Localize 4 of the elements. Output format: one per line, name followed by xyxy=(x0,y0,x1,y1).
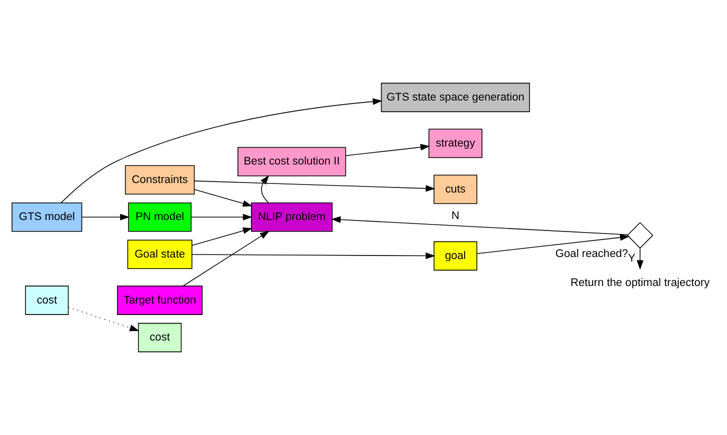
node-text: Return the optimal trajectory xyxy=(570,276,710,289)
edge-label: Y xyxy=(628,252,636,264)
edge-label: N xyxy=(451,210,460,222)
node-label: Goal reached? xyxy=(555,248,628,260)
